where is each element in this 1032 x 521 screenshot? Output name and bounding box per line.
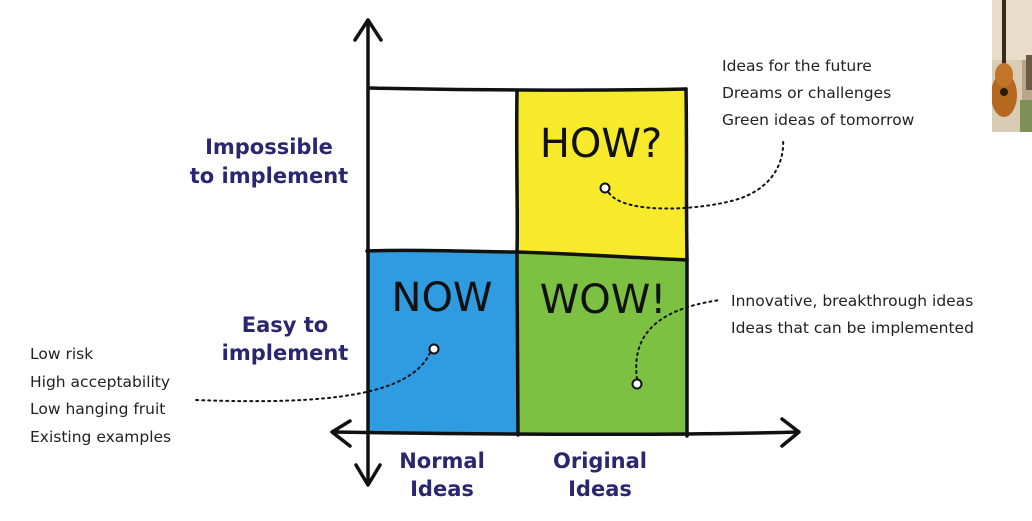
now-connector — [195, 343, 440, 403]
y-axis — [353, 18, 383, 487]
now-note-4: Existing examples — [30, 428, 171, 446]
now-connector-dot — [428, 343, 440, 355]
y-axis-arrow-down — [354, 463, 382, 487]
y-axis-bottom-label-line1: Easy to — [242, 313, 328, 337]
quadrant-empty — [367, 88, 517, 252]
wow-note-1: Innovative, breakthrough ideas — [731, 292, 973, 310]
how-connector-dot — [599, 182, 611, 194]
wow-notes: Innovative, breakthrough ideas Ideas tha… — [731, 292, 974, 337]
how-note-2: Dreams or challenges — [722, 84, 891, 102]
x-axis-right-label-line1: Original — [553, 449, 647, 473]
x-axis-line — [331, 430, 800, 437]
x-axis-right-label-line2: Ideas — [568, 477, 632, 501]
how-connector — [599, 137, 785, 210]
x-axis-arrow-left — [330, 419, 352, 448]
now-notes: Low risk High acceptability Low hanging … — [30, 345, 171, 446]
quadrant-wow — [517, 252, 687, 436]
quadrant-how — [517, 89, 687, 260]
x-axis — [330, 417, 801, 448]
x-axis-left-label-line1: Normal — [399, 449, 485, 473]
y-axis-arrow-up — [353, 18, 383, 42]
quadrant-wow-label: WOW! — [540, 277, 667, 323]
y-axis-top-label-line2: to implement — [190, 164, 348, 188]
now-note-3: Low hanging fruit — [30, 400, 165, 418]
quadrant-now — [367, 251, 518, 435]
quadrant-borders — [365, 86, 689, 438]
y-axis-line — [365, 20, 370, 485]
quadrant-how-label: HOW? — [540, 121, 662, 167]
webcam-thumbnail-icon — [992, 0, 1032, 132]
now-connector-line — [195, 352, 431, 403]
y-axis-top-label-line1: Impossible — [205, 135, 333, 159]
now-note-1: Low risk — [30, 345, 93, 363]
wow-connector-dot — [631, 378, 643, 390]
x-axis-arrow-right — [780, 417, 801, 448]
quadrant-grid — [367, 88, 687, 436]
wow-connector-line — [635, 299, 721, 380]
now-note-2: High acceptability — [30, 373, 170, 391]
x-axis-left-label-line2: Ideas — [410, 477, 474, 501]
quadrant-now-label: NOW — [392, 275, 493, 321]
how-note-3: Green ideas of tomorrow — [722, 111, 915, 129]
how-notes: Ideas for the future Dreams or challenge… — [722, 57, 915, 129]
how-note-1: Ideas for the future — [722, 57, 872, 75]
webcam-thumbnail — [992, 0, 1032, 132]
y-axis-bottom-label-line2: implement — [222, 341, 349, 365]
wow-note-2: Ideas that can be implemented — [731, 319, 974, 337]
wow-connector — [631, 299, 721, 390]
